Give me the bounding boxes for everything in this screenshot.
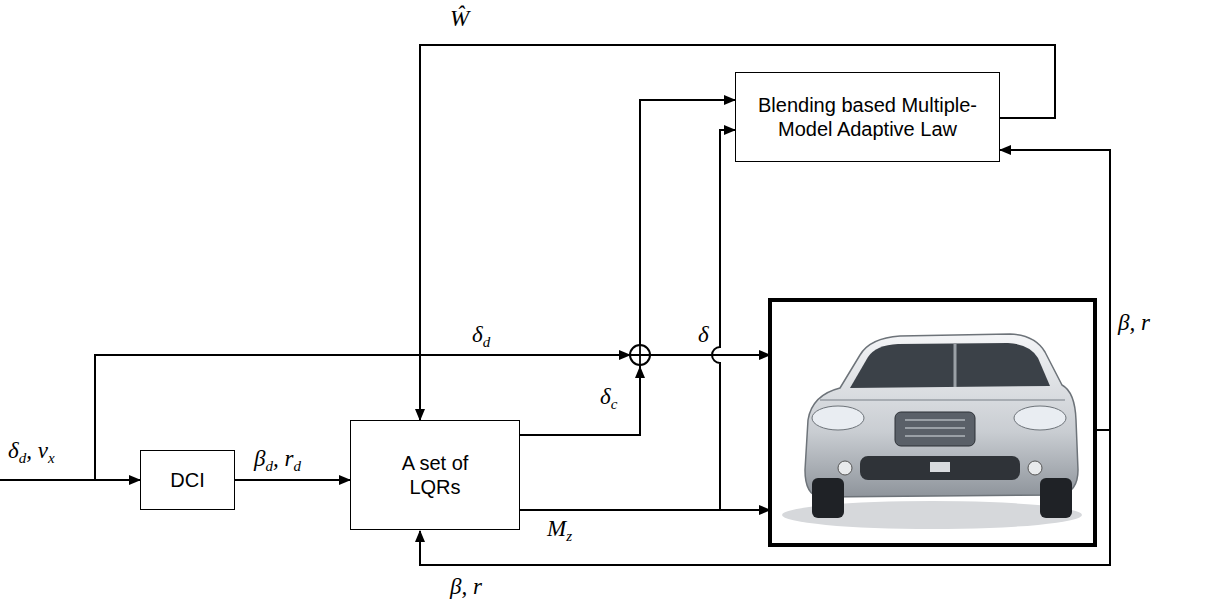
signal-name: βd, rd [252,446,303,475]
adaptive-law-box: Blending based Multiple-Model Adaptive L… [735,72,1000,162]
signal-arrow [520,100,735,435]
signal-name: Mz [545,516,574,545]
steer-wire [650,354,770,356]
signal-arrow [235,479,350,481]
signal-name: β, r [448,574,484,599]
subscript: d [293,458,301,474]
input-wire [0,479,140,481]
signal-name: δd [470,322,492,351]
subscript: z [566,528,572,544]
box-label: Blending based Multiple-Model Adaptive L… [752,93,983,141]
signal-arrow [420,45,1055,420]
signal-name: Ŵ [448,6,471,31]
signal-name: δc [598,384,619,413]
subscript: c [611,396,618,412]
subscript: d [265,458,273,474]
signal-name: δ [696,322,711,347]
subscript: d [19,450,27,466]
signal-arrow [520,130,735,510]
subscript: d [483,334,491,350]
subscript: x [48,450,55,466]
vehicle-frame [770,300,1095,545]
vehicle-illustration [782,334,1082,529]
lqr-box: A set of LQRs [350,420,520,530]
sum-junction [630,345,650,365]
signal-name: δd, vx [6,438,57,467]
box-label: DCI [170,468,204,492]
moment-wire [720,509,770,511]
dci-box: DCI [140,450,235,510]
box-label: A set of LQRs [379,451,491,499]
sum-sign [631,346,649,364]
arrow-head [635,366,645,378]
signal-name: β, r [1116,310,1152,335]
